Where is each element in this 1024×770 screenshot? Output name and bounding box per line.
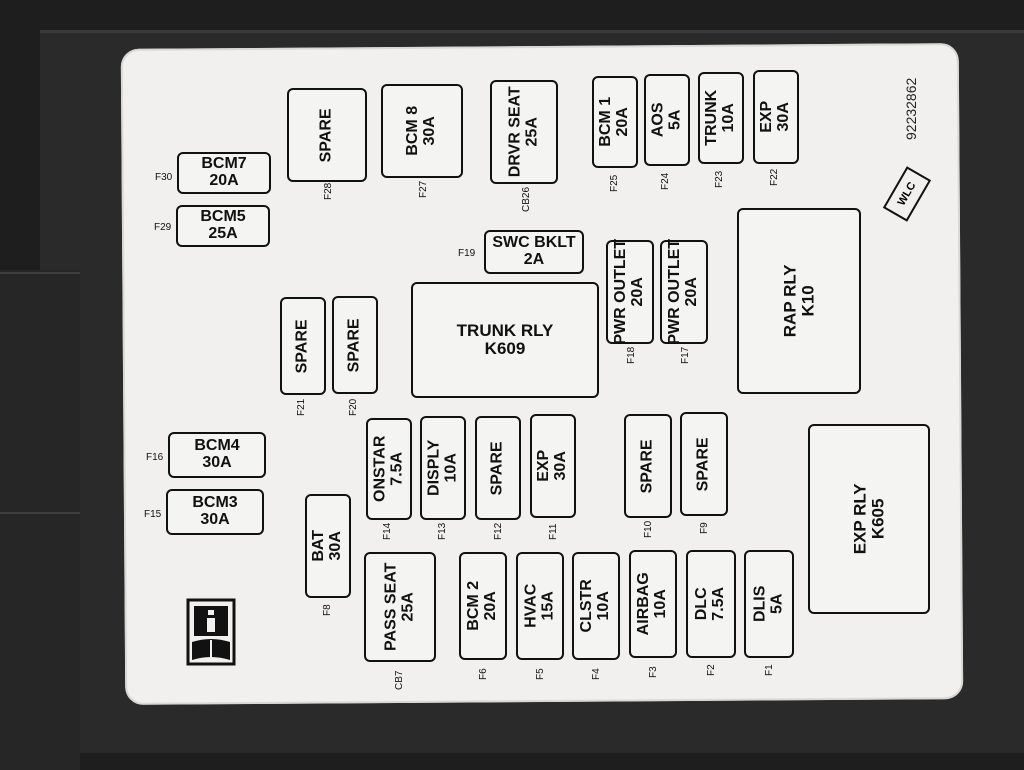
fuse-code-f9: F9: [699, 522, 710, 534]
fuse-code-f27: F27: [418, 180, 429, 198]
fuse-f24: AOS 5A: [644, 74, 690, 166]
fuse-f5: HVAC 15A: [516, 552, 564, 660]
fuse-code-f13: F13: [437, 522, 448, 540]
fuse-code-f20: F20: [348, 398, 359, 416]
fuse-code-f4: F4: [591, 668, 602, 680]
fuse-f22: EXP 30A: [753, 70, 799, 164]
housing-seam: [0, 272, 80, 274]
fuse-code-f25: F25: [609, 174, 620, 192]
part-number: 92232862: [903, 77, 919, 140]
fuse-code-f16: F16: [146, 452, 164, 463]
fuse-f18: PWR OUTLET 20A: [606, 239, 654, 345]
fuse-code-f8: F8: [322, 604, 333, 616]
fuse-code-cb26: CB26: [521, 186, 532, 212]
fuse-code-f17: F17: [680, 346, 691, 364]
fuse-f16: BCM4 30A: [168, 432, 266, 478]
fuse-code-f15: F15: [144, 509, 162, 520]
relay-trunk: TRUNK RLY K609: [411, 282, 599, 398]
fuse-code-f1: F1: [764, 664, 775, 676]
fuse-code-f2: F2: [706, 664, 717, 676]
book-info-icon: [186, 598, 236, 666]
relay-rap: RAP RLY K10: [737, 208, 861, 394]
fuse-code-f22: F22: [769, 168, 780, 186]
fuse-f11: EXP 30A: [530, 414, 576, 518]
fuse-f9: SPARE: [680, 412, 728, 516]
fuse-f30: BCM7 20A: [177, 152, 271, 194]
fuse-f1: DLIS 5A: [744, 550, 794, 658]
fuse-code-f29: F29: [154, 222, 172, 233]
fuse-f17: PWR OUTLET 20A: [660, 239, 708, 345]
fuse-f28: SPARE: [287, 88, 367, 182]
fuse-code-f3: F3: [648, 666, 659, 678]
fuse-f14: ONSTAR 7.5A: [366, 418, 412, 520]
fuse-f6: BCM 2 20A: [459, 552, 507, 660]
fuse-f15: BCM3 30A: [166, 489, 264, 535]
fuse-f29: BCM5 25A: [176, 205, 270, 247]
fuse-code-f30: F30: [155, 172, 173, 183]
fuse-f10: SPARE: [624, 414, 672, 518]
fuse-f12: SPARE: [475, 416, 521, 520]
housing-ledge: [0, 270, 80, 770]
fuse-code-f5: F5: [535, 668, 546, 680]
fuse-code-cb7: CB7: [394, 670, 405, 690]
fuse-code-f24: F24: [660, 172, 671, 190]
housing-seam: [0, 512, 80, 514]
fuse-code-f18: F18: [626, 346, 637, 364]
fuse-code-f19: F19: [458, 248, 476, 259]
fuse-code-f23: F23: [714, 170, 725, 188]
fuse-f25: BCM 1 20A: [592, 76, 638, 168]
fuse-f4: CLSTR 10A: [572, 552, 620, 660]
fuse-f21: SPARE: [280, 297, 326, 395]
fuse-f20: SPARE: [332, 296, 378, 394]
fuse-code-f28: F28: [323, 182, 334, 200]
fuse-f19: SWC BKLT 2A: [484, 230, 584, 274]
fuse-f13: DISPLY 10A: [420, 416, 466, 520]
fuse-f3: AIRBAG 10A: [629, 550, 677, 658]
fuse-f8: BAT 30A: [305, 494, 351, 598]
fuse-cb26: DRVR SEAT 25A: [490, 80, 558, 184]
fuse-f2: DLC 7.5A: [686, 550, 736, 658]
fuse-code-f12: F12: [493, 522, 504, 540]
fuse-code-f14: F14: [382, 522, 393, 540]
fuse-f27: BCM 8 30A: [381, 84, 463, 178]
fuse-code-f10: F10: [643, 520, 654, 538]
fuse-code-f6: F6: [478, 668, 489, 680]
fuse-cb7: PASS SEAT 25A: [364, 552, 436, 662]
relay-exp: EXP RLY K605: [808, 424, 930, 614]
fuse-code-f21: F21: [296, 398, 307, 416]
fuse-code-f11: F11: [548, 523, 559, 541]
fuse-f23: TRUNK 10A: [698, 72, 744, 164]
